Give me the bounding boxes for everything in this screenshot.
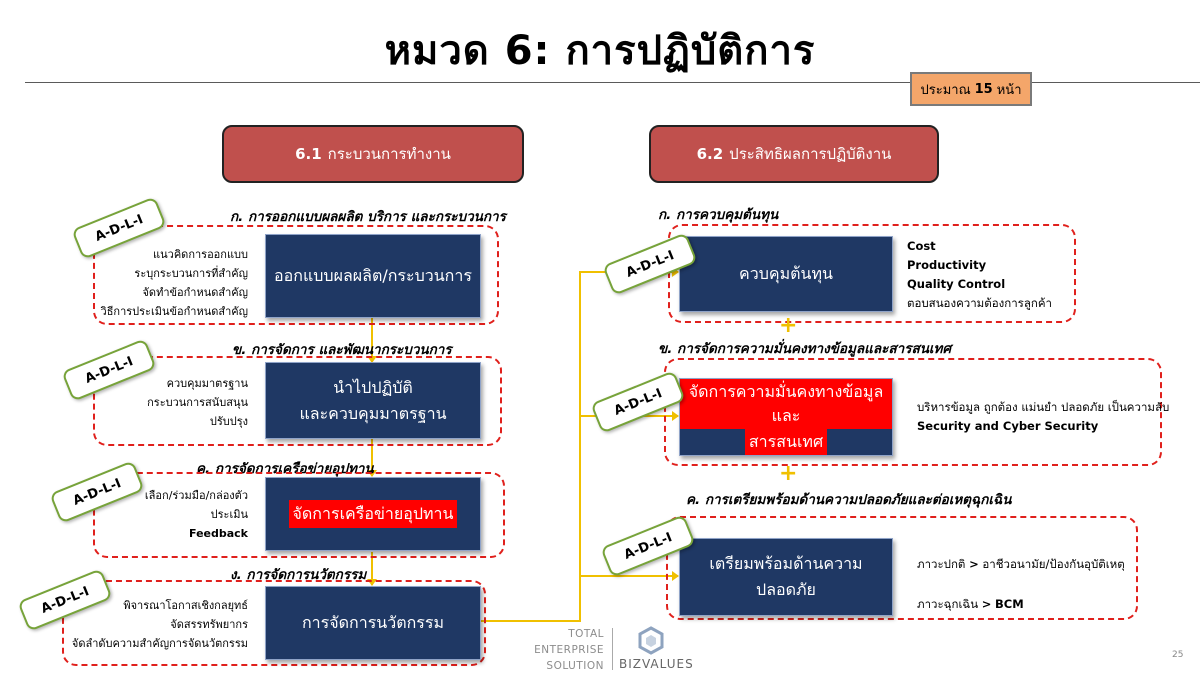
section-6-1-c-frame	[93, 472, 505, 558]
info-security-box: จัดการความมั่นคงทางข้อมูลและ สารสนเทศ	[679, 378, 893, 456]
section-6-1-a-frame	[93, 225, 499, 325]
page-estimate-prefix: ประมาณ	[920, 82, 971, 98]
page-estimate-suffix: หน้า	[996, 82, 1022, 98]
footer-tagline: TOTAL ENTERPRISE SOLUTION	[520, 626, 604, 674]
footer-tagline-line3: SOLUTION	[546, 660, 604, 672]
implement-control-line1: นำไปปฏิบัติ	[333, 377, 413, 397]
section-6-1-header: 6.1 กระบวนการทำงาน	[222, 125, 524, 183]
section-6-1-b-frame	[93, 356, 502, 446]
page-title: หมวด 6: การปฏิบัติการ	[384, 28, 816, 74]
list-item: จัดลำดับความสำคัญการจัดนวัตกรรม	[71, 637, 248, 650]
list-item: ตอบสนองความต้องการลูกค้า	[907, 296, 1053, 310]
section-6-2-b-heading: ข. การจัดการความมั่นคงทางข้อมูลและสารสนเ…	[658, 341, 952, 357]
normal-state-label: ภาวะปกติ	[917, 557, 966, 571]
arrow-sep: >	[981, 597, 992, 611]
list-item: Security and Cyber Security	[917, 419, 1099, 433]
section-6-2-c-heading: ค. การเตรียมพร้อมด้านความปลอดภัยและต่อเห…	[686, 492, 1012, 508]
section-6-1-c-list: เลือก/ร่วมมือ/กล่องตัว ประเมิน Feedback	[145, 486, 248, 543]
page-estimate-badge: ประมาณ 15 หน้า	[910, 72, 1032, 106]
list-item: ภาวะปกติ > อาชีวอนามัย/ป้องกันอุบัติเหตุ	[917, 544, 1125, 584]
list-item: Feedback	[189, 527, 248, 540]
section-6-1-d-frame	[62, 580, 486, 666]
list-item: แนวคิดการออกแบบ	[153, 248, 248, 261]
section-6-1-a-list: แนวคิดการออกแบบ ระบุกระบวนการที่สำคัญ จั…	[101, 245, 248, 321]
section-6-1-number: 6.1	[295, 145, 322, 163]
emergency-state-label: ภาวะฉุกเฉิน	[917, 597, 979, 611]
footer-tagline-line2: ENTERPRISE	[534, 644, 604, 656]
footer-divider	[612, 628, 613, 670]
list-item: พิจารณาโอกาสเชิงกลยุทธ์	[123, 599, 248, 612]
section-6-2-number: 6.2	[696, 145, 724, 163]
list-item: Productivity	[907, 258, 987, 272]
implement-control-line2: และควบคุมมาตรฐาน	[299, 403, 447, 423]
implement-control-box: นำไปปฏิบัติ และควบคุมมาตรฐาน	[265, 362, 481, 439]
list-item: จัดสรรทรัพยากร	[170, 618, 248, 631]
title-divider	[25, 82, 1200, 83]
section-6-1-d-heading: ง. การจัดการนวัตกรรม	[230, 567, 367, 583]
footer-brand: BIZVALUES	[619, 657, 694, 671]
section-6-2-a-list: Cost Productivity Quality Control ตอบสนอ…	[907, 237, 1052, 313]
innovation-box: การจัดการนวัตกรรม	[265, 586, 481, 660]
footer-tagline-line1: TOTAL	[568, 628, 604, 640]
info-security-line1: จัดการความมั่นคงทางข้อมูลและ	[680, 379, 892, 429]
list-item: ประเมิน	[210, 508, 248, 521]
normal-state-value: อาชีวอนามัย/ป้องกันอุบัติเหตุ	[982, 557, 1125, 571]
section-6-1-b-heading: ข. การจัดการ และพัฒนากระบวนการ	[232, 342, 452, 358]
section-6-1-label: กระบวนการทำงาน	[327, 145, 451, 163]
section-6-1-b-list: ควบคุมมาตรฐาน กระบวนการสนับสนุน ปรับปรุง	[147, 374, 248, 431]
list-item: วิธีการประเมินข้อกำหนดสำคัญ	[100, 305, 248, 318]
design-process-box: ออกแบบผลผลิต/กระบวนการ	[265, 234, 481, 318]
innovation-label: การจัดการนวัตกรรม	[301, 613, 445, 633]
section-6-2-b-frame	[664, 358, 1162, 466]
section-6-2-b-list: บริหารข้อมูล ถูกต้อง แม่นยำ ปลอดภัย เป็น…	[917, 398, 1169, 436]
bizvalues-logo-icon	[638, 626, 664, 655]
section-6-1-a-heading: ก. การออกแบบผลผลิต บริการ และกระบวนการ	[230, 209, 506, 225]
list-item: บริหารข้อมูล ถูกต้อง แม่นยำ ปลอดภัย เป็น…	[917, 400, 1170, 414]
list-item: กระบวนการสนับสนุน	[147, 396, 248, 409]
cost-control-box: ควบคุมต้นทุน	[679, 236, 893, 312]
design-process-label: ออกแบบผลผลิต/กระบวนการ	[274, 266, 472, 286]
emergency-state-value: BCM	[995, 597, 1024, 611]
supply-network-label: จัดการเครือข่ายอุปทาน	[288, 500, 458, 528]
section-6-1-d-list: พิจารณาโอกาสเชิงกลยุทธ์ จัดสรรทรัพยากร จ…	[72, 596, 248, 653]
section-6-2-label: ประสิทธิผลการปฏิบัติงาน	[729, 145, 892, 163]
plus-connector: +	[779, 313, 798, 338]
list-item: Quality Control	[907, 277, 1006, 291]
arrow-sep: >	[969, 557, 979, 571]
page-estimate-count: 15	[974, 81, 993, 97]
list-item: ปรับปรุง	[209, 415, 248, 428]
list-item: Cost	[907, 239, 936, 253]
list-item: จัดทำข้อกำหนดสำคัญ	[142, 286, 248, 299]
section-6-2-c-list: ภาวะปกติ > อาชีวอนามัย/ป้องกันอุบัติเหตุ…	[917, 544, 1125, 624]
info-security-line2: สารสนเทศ	[744, 429, 828, 455]
list-item: ควบคุมมาตรฐาน	[166, 377, 248, 390]
cost-control-label: ควบคุมต้นทุน	[739, 264, 833, 284]
list-item: ระบุกระบวนการที่สำคัญ	[134, 267, 248, 280]
safety-readiness-box: เตรียมพร้อมด้านความปลอดภัย	[679, 538, 893, 616]
plus-connector: +	[779, 461, 798, 486]
page-number: 25	[1172, 650, 1184, 660]
safety-readiness-label: เตรียมพร้อมด้านความปลอดภัย	[709, 554, 863, 599]
section-6-2-c-frame	[666, 516, 1138, 620]
list-item: เลือก/ร่วมมือ/กล่องตัว	[144, 489, 248, 502]
supply-network-box: จัดการเครือข่ายอุปทาน	[265, 477, 481, 551]
section-6-2-a-heading: ก. การควบคุมต้นทุน	[658, 207, 779, 223]
list-item: ภาวะฉุกเฉิน > BCM	[917, 584, 1125, 624]
section-6-2-header: 6.2 ประสิทธิผลการปฏิบัติงาน	[649, 125, 939, 183]
